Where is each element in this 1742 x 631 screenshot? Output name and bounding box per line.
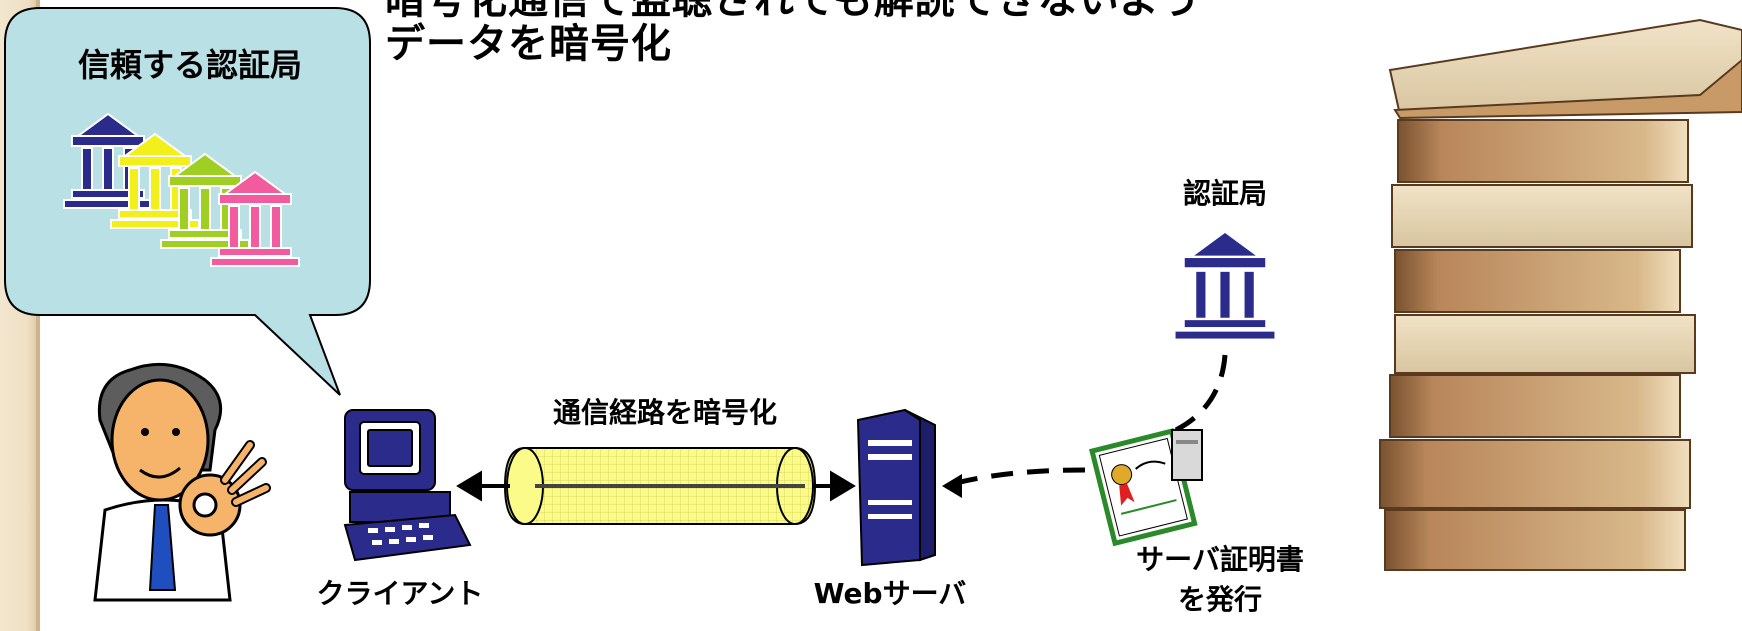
trusted-ca-heading: 信頼する認証局 — [77, 46, 302, 84]
channel-arrows — [456, 470, 856, 502]
client-computer-icon — [343, 409, 472, 562]
slide-title-line2: データを暗号化 — [385, 21, 672, 67]
encrypted-channel-label: 通信経路を暗号化 — [552, 396, 777, 429]
server-certificate-icon — [1089, 428, 1203, 547]
slide-title-line1: 暗号化通信で盗聴されても解読できないよう — [385, 0, 1201, 23]
book-stack — [1379, 18, 1742, 571]
certificate-authority-icon — [1173, 230, 1277, 341]
certificate-issue-arrow — [942, 354, 1228, 498]
businessman-ok-figure — [93, 362, 271, 602]
issue-certificate-label-line1: サーバ証明書 — [1136, 543, 1304, 576]
certificate-authority-label: 認証局 — [1182, 177, 1267, 210]
web-server-label: Webサーバ — [813, 577, 967, 610]
client-label: クライアント — [316, 577, 484, 610]
issue-certificate-label-line2: を発行 — [1177, 583, 1262, 616]
web-server-icon — [856, 408, 936, 567]
encrypted-channel-tube — [503, 447, 817, 525]
